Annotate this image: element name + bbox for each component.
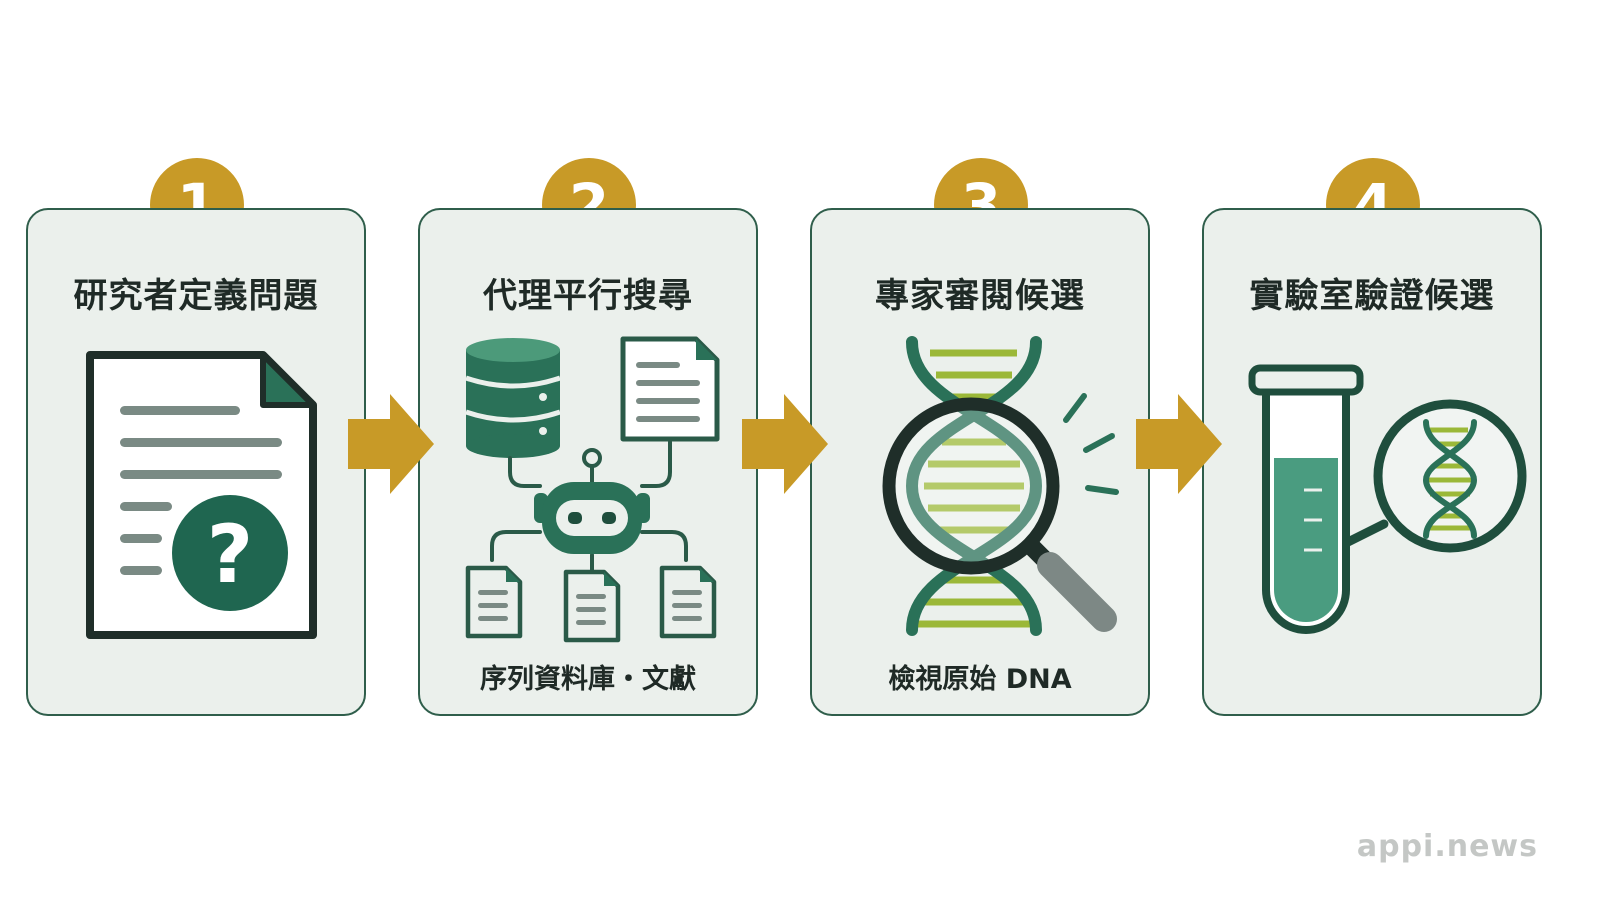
question-document-icon: ? (86, 351, 317, 639)
arrow-right-icon (742, 394, 828, 494)
step-2-title: 代理平行搜尋 (483, 276, 693, 316)
question-mark-icon: ? (207, 508, 253, 601)
arrow-right-icon (348, 394, 434, 494)
database-icon (465, 338, 561, 458)
robot-icon (534, 448, 650, 554)
document-icon-small-3 (659, 565, 717, 639)
step-1-card: 研究者定義問題 ? (26, 208, 366, 716)
test-tube-icon (1248, 364, 1364, 634)
step-2-caption: 序列資料庫・文獻 (480, 664, 696, 695)
step-4-title: 實驗室驗證候選 (1249, 276, 1495, 316)
step-4-card: 實驗室驗證候選 (1202, 208, 1542, 716)
step-3-card: 專家審閱候選 檢視原始 DNA (810, 208, 1150, 716)
agent-search-illustration (465, 336, 720, 643)
step-1-title: 研究者定義問題 (73, 276, 319, 316)
watermark: appi.news (1356, 829, 1538, 864)
step-2-card: 代理平行搜尋 (418, 208, 758, 716)
dna-magnifier-icon (882, 336, 1119, 636)
lab-validation-illustration (1248, 364, 1527, 634)
step-3-caption: 檢視原始 DNA (888, 664, 1072, 695)
step-3-title: 專家審閱候選 (875, 276, 1085, 316)
document-icon-small-2 (563, 569, 621, 643)
document-icon-small-1 (465, 565, 523, 639)
arrow-right-icon (1136, 394, 1222, 494)
dna-icon (1373, 399, 1527, 553)
document-icon (620, 336, 720, 442)
